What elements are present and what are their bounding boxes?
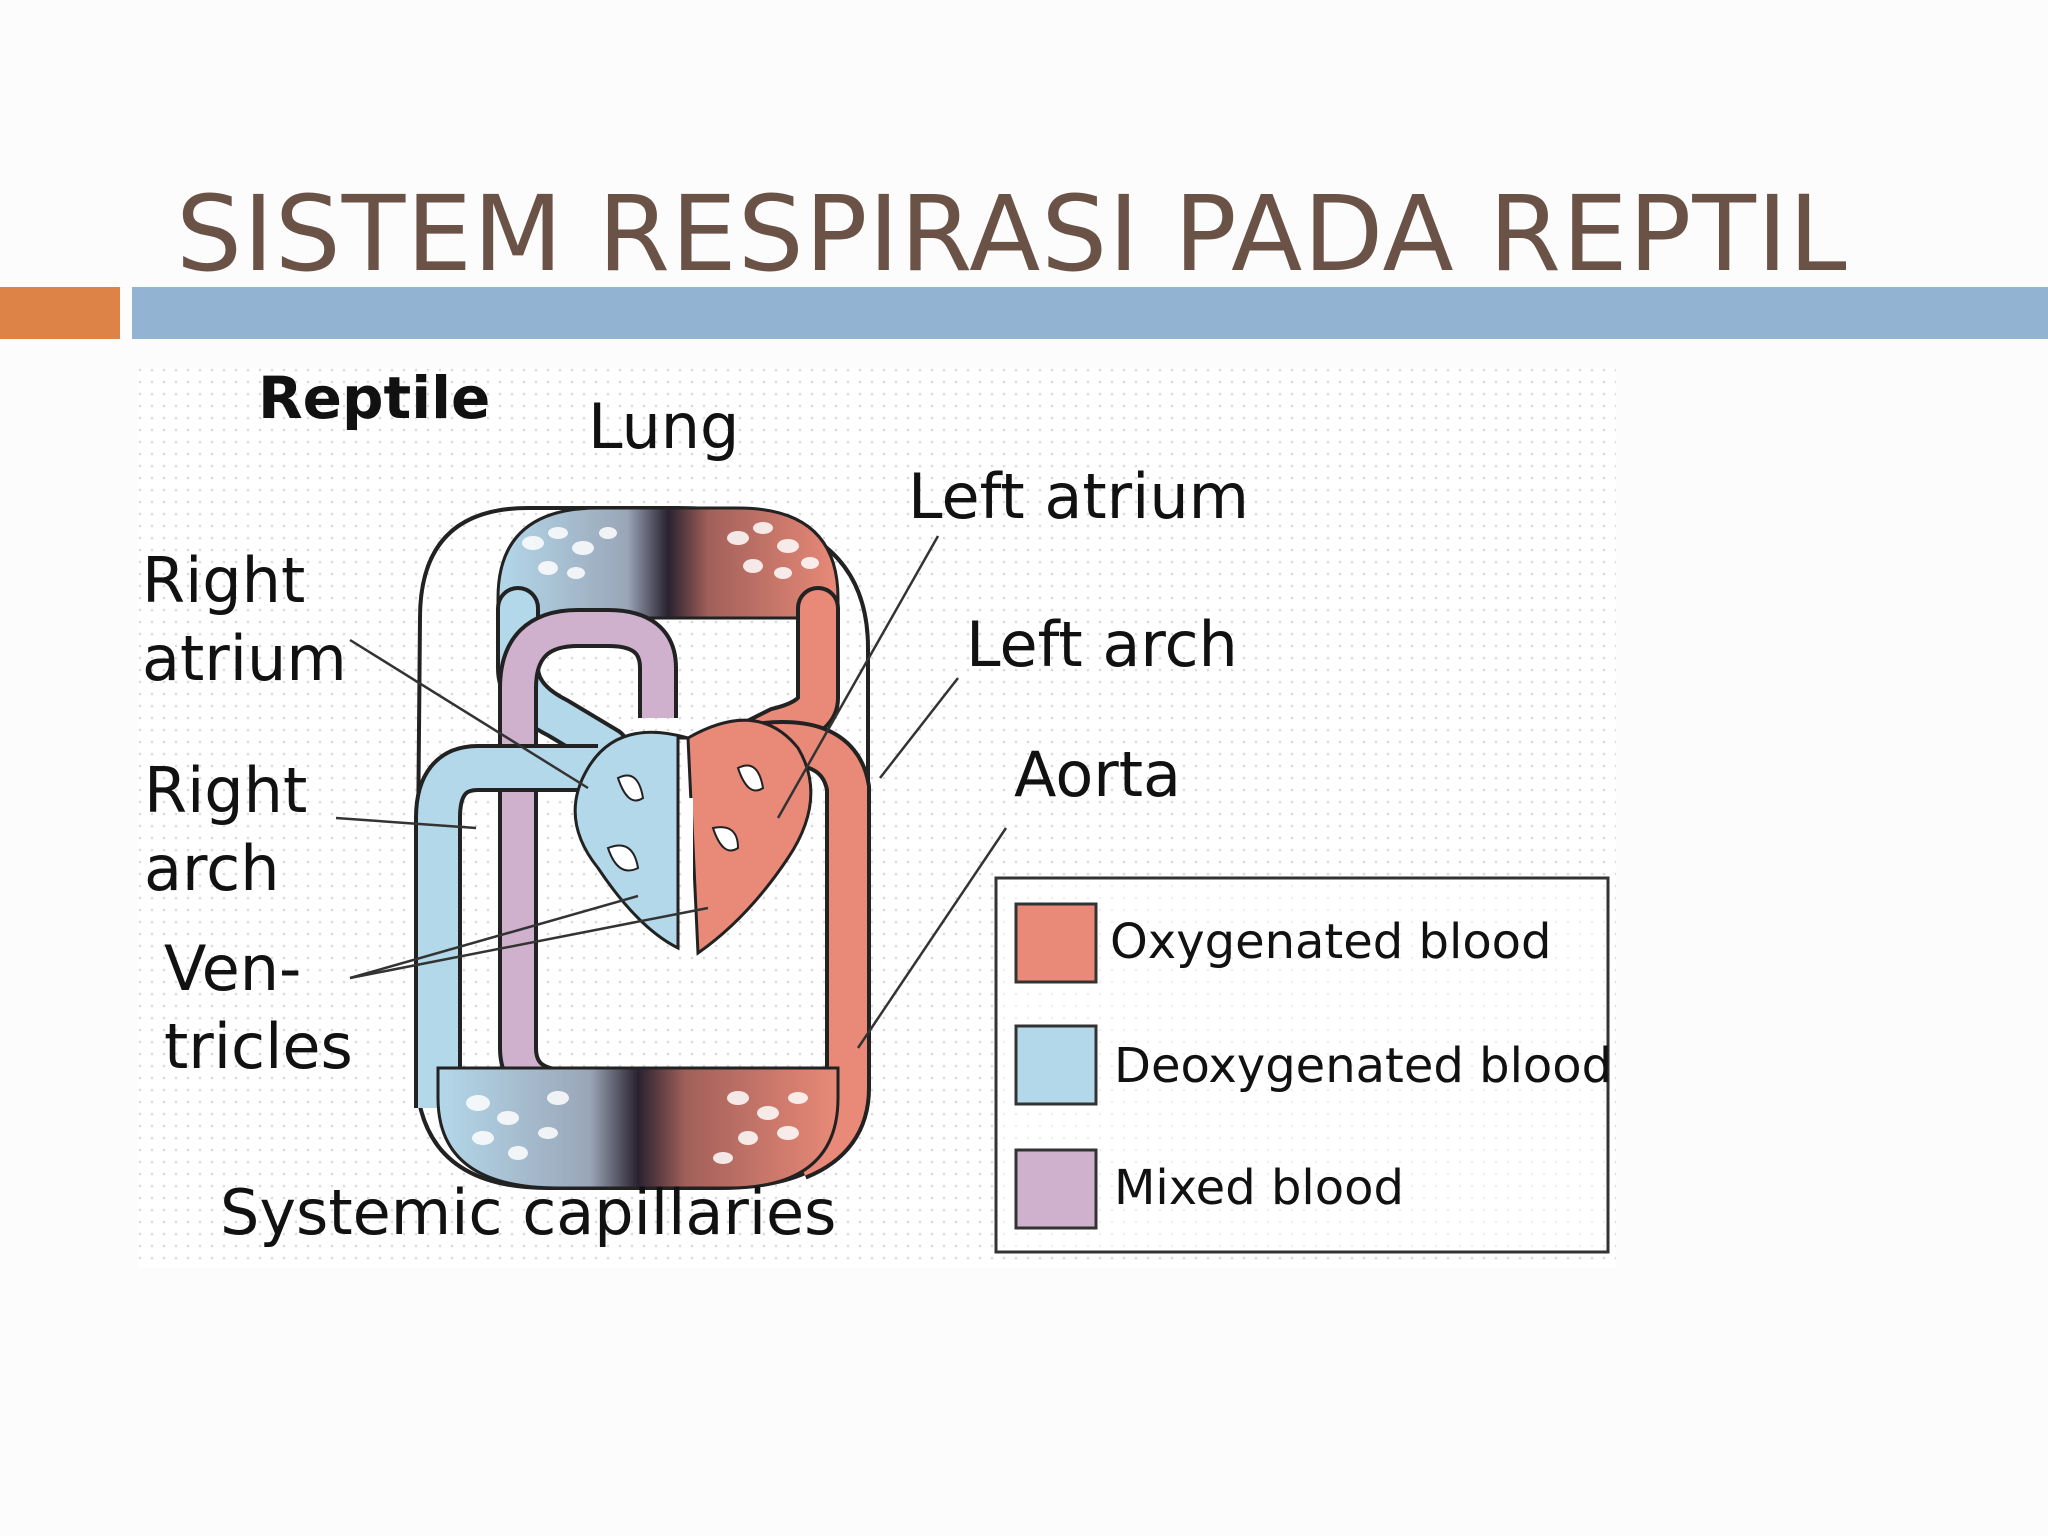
systemic-capillary-bed <box>436 1066 840 1190</box>
left-atrium-leader <box>776 535 940 819</box>
legend-box <box>994 876 1610 1254</box>
right-arch-vessel <box>418 748 598 1108</box>
label-right-arch-line1: Right <box>144 754 307 827</box>
label-aorta: Aorta <box>1014 738 1181 811</box>
label-left-atrium: Left atrium <box>908 460 1249 533</box>
legend: Oxygenated blood Deoxygenated blood Mixe… <box>994 876 1612 1254</box>
legend-swatch-oxygenated <box>1014 902 1098 984</box>
right-arch-leader <box>335 816 477 830</box>
label-right-atrium-line1: Right <box>142 544 305 617</box>
label-right-arch-line2: arch <box>144 832 280 905</box>
reptile-circulation-diagram: Reptile Lung Left atrium Right atrium Le… <box>138 368 1616 1268</box>
label-ventricles-line1: Ven- <box>164 932 301 1005</box>
legend-label-mixed: Mixed blood <box>1114 1160 1404 1216</box>
label-systemic-capillaries: Systemic capillaries <box>220 1176 837 1249</box>
label-ventricles-line2: tricles <box>164 1010 353 1083</box>
leader-lines <box>335 535 1008 1049</box>
title-accent-bar-orange <box>0 287 120 339</box>
label-left-arch: Left arch <box>966 608 1238 681</box>
slide-title: SISTEM RESPIRASI PADA REPTIL <box>176 172 1848 295</box>
title-accent-bar-blue <box>132 287 2048 339</box>
lung-capillary-bed <box>496 506 840 620</box>
legend-swatch-deoxygenated <box>1014 1024 1098 1106</box>
lung-capillary-cells <box>522 522 819 579</box>
heart-right-side <box>573 730 689 951</box>
ventricles-leader-left <box>349 906 709 980</box>
left-arch-leader <box>879 677 959 779</box>
right-atrium-leader <box>349 638 589 790</box>
legend-swatch-mixed <box>1014 1148 1098 1230</box>
systemic-capillary-cells <box>466 1091 808 1164</box>
heart-valves <box>606 764 765 872</box>
aorta-leader <box>856 827 1008 1049</box>
heart-left-side <box>686 718 813 956</box>
legend-label-deoxygenated: Deoxygenated blood <box>1114 1038 1612 1094</box>
diagram-heading: Reptile <box>258 368 490 432</box>
label-right-atrium-line2: atrium <box>142 622 347 695</box>
ventricles-leader-right <box>349 894 639 980</box>
label-lung: Lung <box>588 390 739 463</box>
diagram-canvas: Reptile Lung Left atrium Right atrium Le… <box>138 368 1616 1268</box>
legend-label-oxygenated: Oxygenated blood <box>1110 914 1552 970</box>
